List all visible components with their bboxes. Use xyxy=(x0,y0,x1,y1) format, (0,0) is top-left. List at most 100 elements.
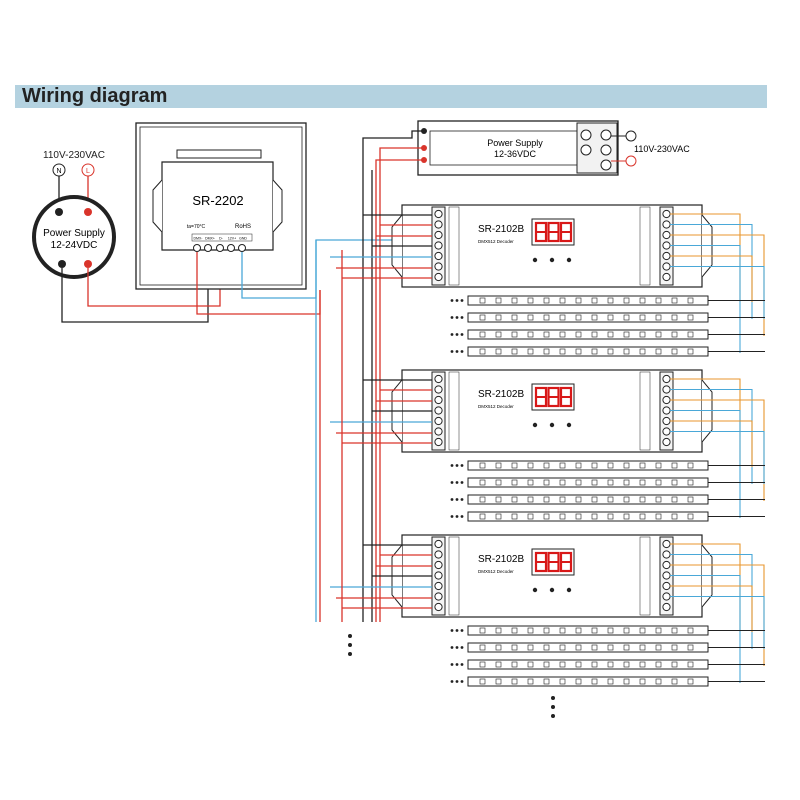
led-chip xyxy=(495,331,502,338)
strip-dot xyxy=(455,515,459,518)
decoder-label-column xyxy=(448,536,460,616)
led-chip xyxy=(479,661,486,668)
panel-terminal-label: DMX- xyxy=(194,237,204,241)
panel-terminals xyxy=(193,244,246,252)
led-chip xyxy=(671,661,678,668)
decoder-terminal xyxy=(662,262,671,271)
decoder-terminal xyxy=(662,539,671,549)
led-chip xyxy=(591,462,598,469)
decoder-body xyxy=(401,534,703,618)
led-chip xyxy=(687,661,694,668)
led-chip xyxy=(591,627,598,634)
strip-dot xyxy=(460,481,464,484)
led-chip xyxy=(495,496,502,503)
psu-round-line2: 12-24VDC xyxy=(51,240,98,251)
led-chip xyxy=(607,297,614,304)
strip-dot xyxy=(455,464,459,467)
led-chip xyxy=(527,331,534,338)
led-chip xyxy=(671,627,678,634)
led-chip xyxy=(623,513,630,520)
decoder-terminal xyxy=(434,230,443,240)
strip-dot xyxy=(460,515,464,518)
led-chip xyxy=(575,348,582,355)
led-chip xyxy=(639,297,646,304)
led-chip xyxy=(623,314,630,321)
led-chip xyxy=(559,661,566,668)
decoder-terminal xyxy=(662,241,671,250)
led-chip xyxy=(479,627,486,634)
led-chip xyxy=(559,479,566,486)
led-chip xyxy=(623,678,630,685)
led-chip xyxy=(591,661,598,668)
led-chip xyxy=(479,479,486,486)
strip-dot xyxy=(450,680,454,683)
panel-model: SR-2202 xyxy=(192,193,243,208)
decoder-terminal xyxy=(434,385,443,394)
led-chip xyxy=(687,513,694,520)
decoder-terminal xyxy=(434,437,443,447)
led-chip xyxy=(591,678,598,685)
decoder-terminal xyxy=(434,395,443,405)
strip-dot xyxy=(455,481,459,484)
decoder-terminal xyxy=(662,220,671,229)
decoder-label-column xyxy=(639,536,651,616)
led-chip xyxy=(559,496,566,503)
led-chip xyxy=(671,479,678,486)
led-chip xyxy=(479,513,486,520)
led-chip xyxy=(623,348,630,355)
led-chip xyxy=(607,627,614,634)
round-power-supply xyxy=(32,195,116,279)
led-chip xyxy=(511,331,518,338)
led-chip xyxy=(671,678,678,685)
strip-dot xyxy=(460,663,464,666)
decoder-terminal xyxy=(662,209,671,219)
strip-dot xyxy=(455,299,459,302)
led-chip xyxy=(607,496,614,503)
led-chip xyxy=(511,462,518,469)
led-chip xyxy=(687,678,694,685)
strip-dot xyxy=(455,350,459,353)
led-chip xyxy=(623,627,630,634)
strip-dot xyxy=(450,481,454,484)
decoder-button xyxy=(549,422,555,428)
led-chip xyxy=(479,348,486,355)
led-chip xyxy=(575,513,582,520)
led-chip xyxy=(479,314,486,321)
led-chip xyxy=(495,513,502,520)
led-chip xyxy=(687,314,694,321)
strip-dot xyxy=(455,333,459,336)
led-chip xyxy=(639,331,646,338)
strip-dot xyxy=(455,646,459,649)
led-chip xyxy=(591,314,598,321)
decoder-terminal xyxy=(434,427,443,436)
decoder-terminal xyxy=(434,406,443,415)
led-chip xyxy=(687,348,694,355)
led-chip xyxy=(543,513,550,520)
led-chip xyxy=(671,462,678,469)
led-chip xyxy=(559,644,566,651)
led-chip xyxy=(527,314,534,321)
decoder-terminal xyxy=(662,602,671,612)
output-wire xyxy=(670,265,765,319)
led-chip xyxy=(511,627,518,634)
led-chip xyxy=(511,297,518,304)
led-chip xyxy=(655,314,662,321)
output-wire xyxy=(670,255,753,302)
led-chip xyxy=(639,348,646,355)
mains-label-left: 110V-230VAC xyxy=(43,150,105,161)
led-chip xyxy=(575,314,582,321)
panel-rohs: RoHS xyxy=(235,224,251,230)
decoder-terminal xyxy=(434,209,443,219)
led-chip xyxy=(591,496,598,503)
strip-dot xyxy=(450,515,454,518)
decoder-label-column xyxy=(448,206,460,286)
page-title: Wiring diagram xyxy=(22,85,168,107)
led-chip xyxy=(575,331,582,338)
led-chip xyxy=(671,297,678,304)
strip-dot xyxy=(460,316,464,319)
led-chip xyxy=(639,661,646,668)
led-chip xyxy=(655,479,662,486)
led-chip xyxy=(527,513,534,520)
led-chip xyxy=(495,297,502,304)
